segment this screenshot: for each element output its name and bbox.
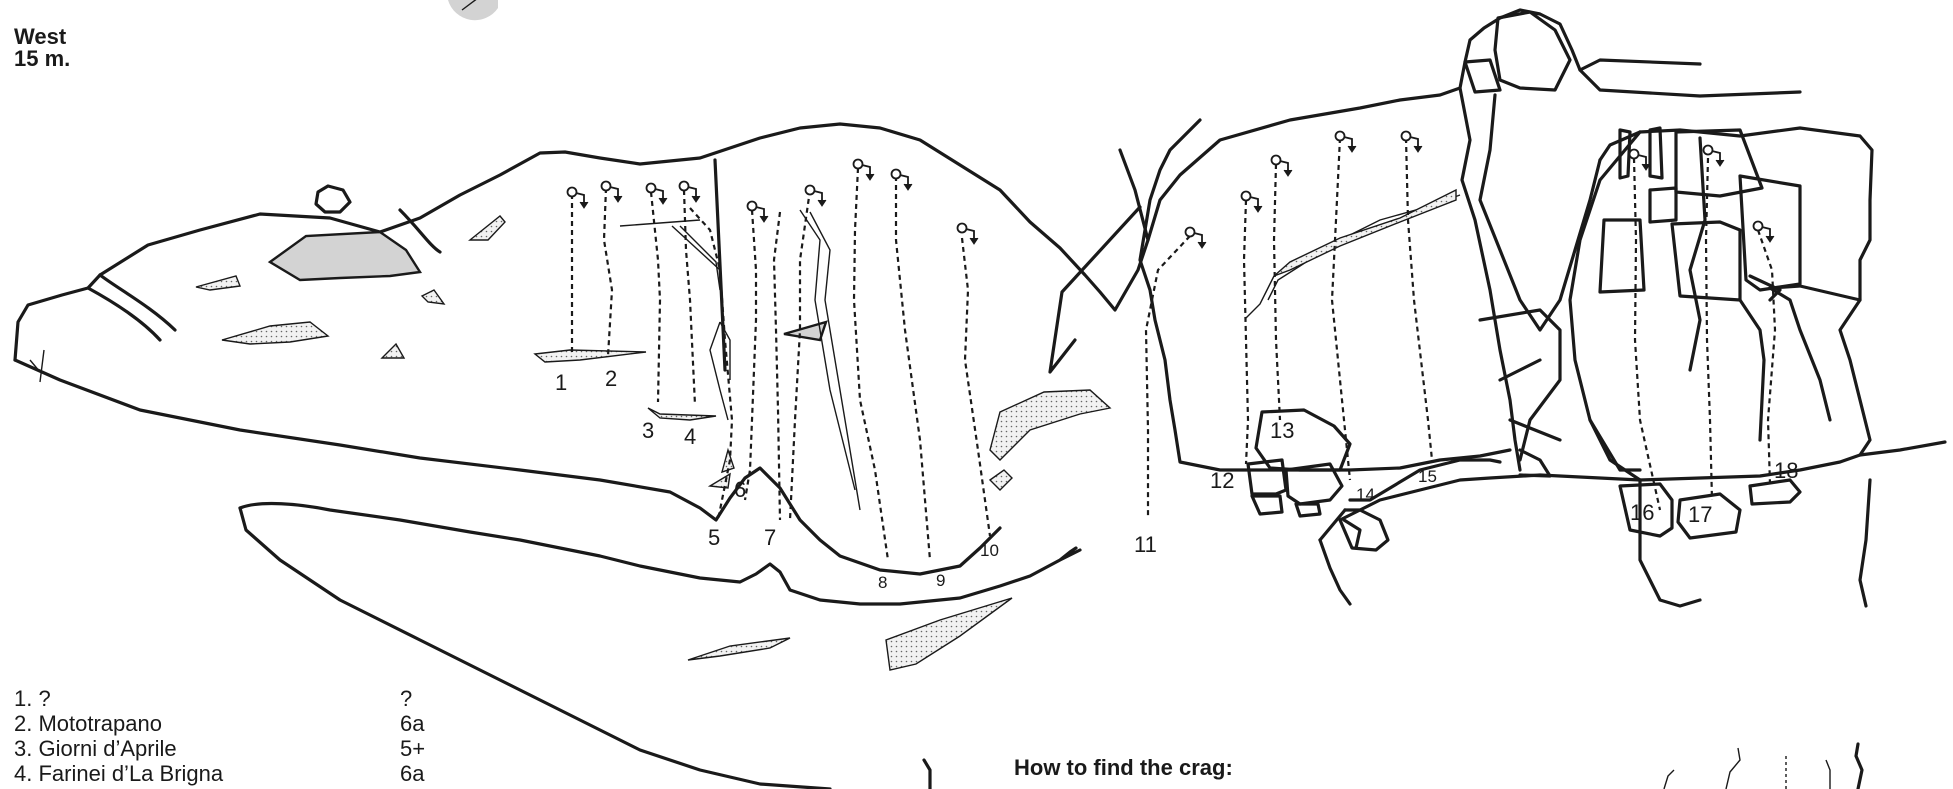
- route-label-10: 10: [980, 541, 999, 560]
- crag-header: West 15 m.: [14, 26, 70, 70]
- route-label-17: 17: [1688, 502, 1712, 527]
- legend-route-grade: ?: [400, 686, 412, 711]
- route-label-7: 7: [764, 525, 776, 550]
- legend-route-name: 2. Mototrapano: [14, 711, 162, 736]
- route-label-4: 4: [684, 424, 696, 449]
- crag-left-outline: [15, 124, 1148, 574]
- route-label-13: 13: [1270, 418, 1294, 443]
- legend-route-grade: 6a: [400, 761, 424, 786]
- boulder-18: [1750, 480, 1800, 504]
- route-label-16: 16: [1630, 500, 1654, 525]
- legend-row: 1. ? ?: [14, 686, 223, 711]
- route-label-12: 12: [1210, 468, 1234, 493]
- crag-right-outline: [1148, 10, 1945, 606]
- howto-heading: How to find the crag:: [1014, 755, 1233, 781]
- wall-height: 15 m.: [14, 48, 70, 70]
- route-legend: 1. ? ? 2. Mototrapano 6a 3. Giorni d’Apr…: [14, 686, 223, 786]
- route-label-5: 5: [708, 525, 720, 550]
- route-label-6: 6: [734, 477, 746, 502]
- lower-ledge-left: [240, 504, 1080, 604]
- route-label-3: 3: [642, 418, 654, 443]
- legend-route-name: 3. Giorni d’Aprile: [14, 736, 177, 761]
- decorative-blob: [448, 0, 498, 20]
- route-label-2: 2: [605, 366, 617, 391]
- route-label-9: 9: [936, 571, 945, 590]
- route-label-8: 8: [878, 573, 887, 592]
- grey-patch: [270, 232, 420, 280]
- route-label-15: 15: [1418, 467, 1437, 486]
- route-label-11: 11: [1134, 532, 1157, 557]
- route-label-14: 14: [1356, 485, 1375, 504]
- legend-row: 2. Mototrapano 6a: [14, 711, 223, 736]
- legend-route-grade: 5+: [400, 736, 425, 761]
- legend-row: 4. Farinei d’La Brigna 6a: [14, 761, 223, 786]
- legend-route-name: 4. Farinei d’La Brigna: [14, 761, 223, 786]
- wall-direction: West: [14, 26, 70, 48]
- legend-row: 3. Giorni d’Aprile 5+: [14, 736, 223, 761]
- legend-route-name: 1. ?: [14, 686, 51, 711]
- legend-route-grade: 6a: [400, 711, 424, 736]
- route-label-1: 1: [555, 370, 567, 395]
- route-label-18: 18: [1774, 458, 1798, 483]
